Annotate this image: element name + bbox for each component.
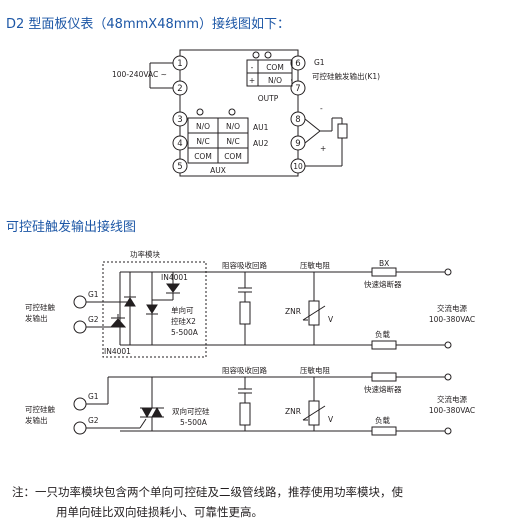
c1-supply-2: 100-380VAC xyxy=(429,315,475,324)
aux-caption: AUX xyxy=(210,166,226,175)
sensor-input xyxy=(304,117,348,167)
c1-supply-1: 交流电源 xyxy=(437,303,467,313)
c1-fuse: BX xyxy=(379,259,389,268)
aux-r3c2: COM xyxy=(224,152,242,161)
diode-bottom-label: IN4001 xyxy=(104,347,131,356)
terminal-3-label: 3 xyxy=(177,115,182,125)
c1-znr: ZNR xyxy=(285,307,301,316)
aux-relay-box xyxy=(187,108,249,164)
power-label: 100-240VAC ~ xyxy=(112,70,167,79)
left-terminals xyxy=(172,55,188,174)
wiring-heading: D2 型面板仪表（48mmX48mm）接线图如下： xyxy=(6,17,291,32)
aux-r3c1: COM xyxy=(194,152,212,161)
aux-r1c1: N/O xyxy=(196,122,210,131)
c2-load: 负载 xyxy=(375,415,390,425)
c1-g1: G1 xyxy=(88,290,99,299)
diode-top-label: IN4001 xyxy=(161,273,188,282)
terminal-8-label: 8 xyxy=(295,115,300,125)
terminal-6-label: 6 xyxy=(295,59,300,69)
terminal-2-label: 2 xyxy=(177,84,182,94)
c1-input-1: 可控硅触 xyxy=(25,302,55,312)
scr-wiring-heading: 可控硅触发输出接线图 xyxy=(6,220,137,235)
scr-label-1: 单向可 xyxy=(171,305,194,315)
terminal-4-label: 4 xyxy=(177,139,182,149)
c2-input-2: 发输出 xyxy=(25,415,48,425)
power-module-box xyxy=(102,261,207,358)
input-minus: - xyxy=(320,104,323,113)
c1-input-2: 发输出 xyxy=(25,313,48,323)
c2-input-1: 可控硅触 xyxy=(25,404,55,414)
triac-label-2: 5-500A xyxy=(180,418,208,427)
c1-varistor-label: 压敏电阻 xyxy=(300,260,330,270)
note-line-2: 用单向硅比双向硅损耗小、可靠性更高。 xyxy=(56,505,263,519)
out-minus: - xyxy=(251,63,254,72)
out-no: N/O xyxy=(268,76,282,85)
c2-g1: G1 xyxy=(88,392,99,401)
c2-supply-2: 100-380VAC xyxy=(429,406,475,415)
input-plus: + xyxy=(320,144,326,153)
c1-fuse-label: 快速熔断器 xyxy=(364,279,402,289)
c1-rc-label: 阻容吸收回路 xyxy=(222,260,267,270)
out-plus: + xyxy=(249,76,255,85)
c1-g2: G2 xyxy=(88,315,99,324)
note-line-1: 注：一只功率模块包含两个单向可控硅及二级管线路，推荐使用功率模块，使 xyxy=(12,485,403,499)
terminal-5-label: 5 xyxy=(177,162,182,172)
au1-label: AU1 xyxy=(253,123,269,132)
c2-znr: ZNR xyxy=(285,407,301,416)
scr-label-2: 控硅X2 xyxy=(171,316,196,326)
aux-r2c1: N/C xyxy=(196,137,209,146)
terminal-7-label: 7 xyxy=(295,84,300,94)
c2-g2: G2 xyxy=(88,416,99,425)
aux-r2c2: N/C xyxy=(226,137,239,146)
terminal-10-label: 10 xyxy=(293,162,303,171)
au2-label: AU2 xyxy=(253,139,269,148)
g1-label: G1 xyxy=(314,58,325,67)
module-label: 功率模块 xyxy=(130,249,160,259)
c1-load: 负载 xyxy=(375,329,390,339)
terminal-9-label: 9 xyxy=(295,139,300,149)
c2-supply-1: 交流电源 xyxy=(437,394,467,404)
c2-v: V xyxy=(328,415,334,424)
c2-varistor-label: 压敏电阻 xyxy=(300,365,330,375)
trigger-label: 可控硅触发输出(K1) xyxy=(312,71,380,81)
outp-caption: OUTP xyxy=(258,94,279,103)
output-relay-box xyxy=(246,51,293,87)
c2-rc-label: 阻容吸收回路 xyxy=(222,365,267,375)
terminal-1-label: 1 xyxy=(177,59,182,69)
out-com: COM xyxy=(266,63,284,72)
right-terminals xyxy=(290,55,306,174)
aux-r1c2: N/O xyxy=(226,122,240,131)
c2-fuse-label: 快速熔断器 xyxy=(364,384,402,394)
c1-v: V xyxy=(328,315,334,324)
triac-label-1: 双向可控硅 xyxy=(172,406,210,416)
scr-label-3: 5-500A xyxy=(171,328,199,337)
